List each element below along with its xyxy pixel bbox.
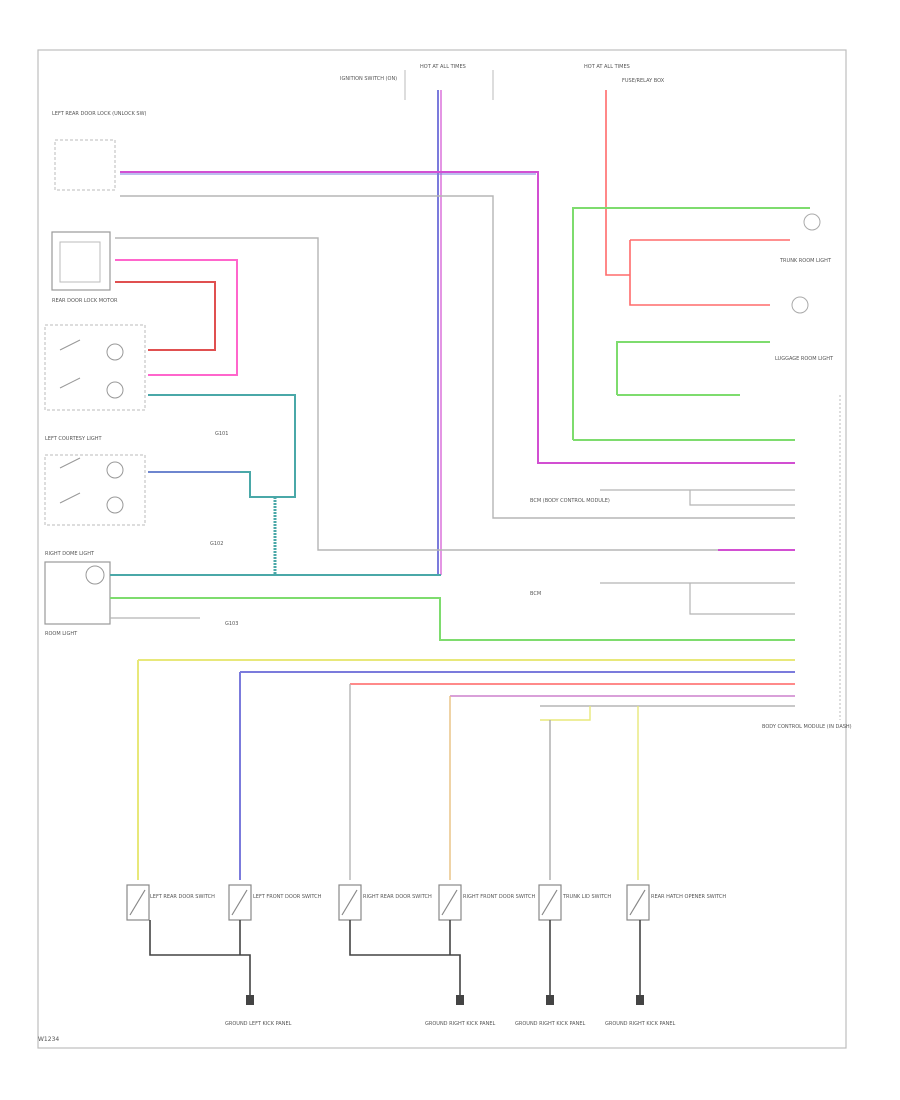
label-gnd-2: GROUND RIGHT KICK PANEL — [425, 1021, 495, 1027]
room-light: RIGHT DOME LIGHT ROOM LIGHT — [44, 551, 111, 637]
label-g102: G102 — [210, 541, 223, 547]
label-left-courtesy-light: LEFT COURTESY LIGHT — [45, 436, 102, 442]
label-room-light: ROOM LIGHT — [45, 631, 78, 637]
top-supply-labels: IGNITION SWITCH (ON) HOT AT ALL TIMES HO… — [340, 64, 665, 100]
label-sw-rear-hatch: REAR HATCH OPENER SWITCH — [651, 894, 726, 900]
label-fuse-block: FUSE/RELAY BOX — [622, 78, 665, 84]
rear-door-lock-motor: REAR DOOR LOCK MOTOR — [51, 231, 118, 304]
luggage-room-light: LUGGAGE ROOM LIGHT — [775, 296, 834, 362]
left-courtesy-light: LEFT COURTESY LIGHT — [44, 436, 146, 526]
label-hot-2: HOT AT ALL TIMES — [584, 64, 630, 70]
label-bcm-1: BCM (BODY CONTROL MODULE) — [530, 498, 610, 504]
door-switch-labels: LEFT REAR DOOR SWITCH LEFT FRONT DOOR SW… — [150, 894, 726, 900]
label-sw-left-front: LEFT FRONT DOOR SWITCH — [253, 894, 322, 900]
label-sw-right-rear: RIGHT REAR DOOR SWITCH — [363, 894, 432, 900]
label-sw-trunk: TRUNK LID SWITCH — [562, 894, 611, 900]
label-bcm-2: BCM — [530, 591, 541, 597]
wires — [110, 90, 810, 880]
bcm-labels: BCM (BODY CONTROL MODULE) BCM BODY CONTR… — [210, 395, 852, 730]
label-sw-right-front: RIGHT FRONT DOOR SWITCH — [463, 894, 536, 900]
right-courtesy-light — [44, 324, 146, 411]
label-gnd-1: GROUND LEFT KICK PANEL — [225, 1021, 292, 1027]
label-gnd-3: GROUND RIGHT KICK PANEL — [515, 1021, 585, 1027]
label-ignition-switch: IGNITION SWITCH (ON) — [340, 76, 397, 82]
label-rear-door-lock-motor: REAR DOOR LOCK MOTOR — [52, 298, 118, 304]
trunk-room-light: TRUNK ROOM LIGHT — [779, 213, 832, 264]
label-g101: G101 — [215, 431, 228, 437]
label-gnd-4: GROUND RIGHT KICK PANEL — [605, 1021, 675, 1027]
label-luggage-room-light: LUGGAGE ROOM LIGHT — [775, 356, 834, 362]
label-bcm-3: BODY CONTROL MODULE (IN DASH) — [762, 724, 852, 730]
label-sw-left-rear: LEFT REAR DOOR SWITCH — [150, 894, 215, 900]
ground-symbols — [246, 995, 644, 1005]
label-trunk-room-light: TRUNK ROOM LIGHT — [779, 258, 832, 264]
label-room-light-top: RIGHT DOME LIGHT — [45, 551, 95, 557]
ground-wires — [149, 920, 641, 1000]
label-hot-1: HOT AT ALL TIMES — [420, 64, 466, 70]
door-switches — [126, 884, 650, 921]
label-g103: G103 — [225, 621, 238, 627]
label-left-rear-door: LEFT REAR DOOR LOCK (UNLOCK SW) — [52, 111, 147, 117]
left-rear-door-lock: LEFT REAR DOOR LOCK (UNLOCK SW) — [52, 111, 147, 191]
ground-labels: GROUND LEFT KICK PANEL GROUND RIGHT KICK… — [225, 1021, 675, 1027]
diagram-code: W1234 — [38, 1036, 60, 1043]
diagram-border — [37, 49, 847, 1049]
